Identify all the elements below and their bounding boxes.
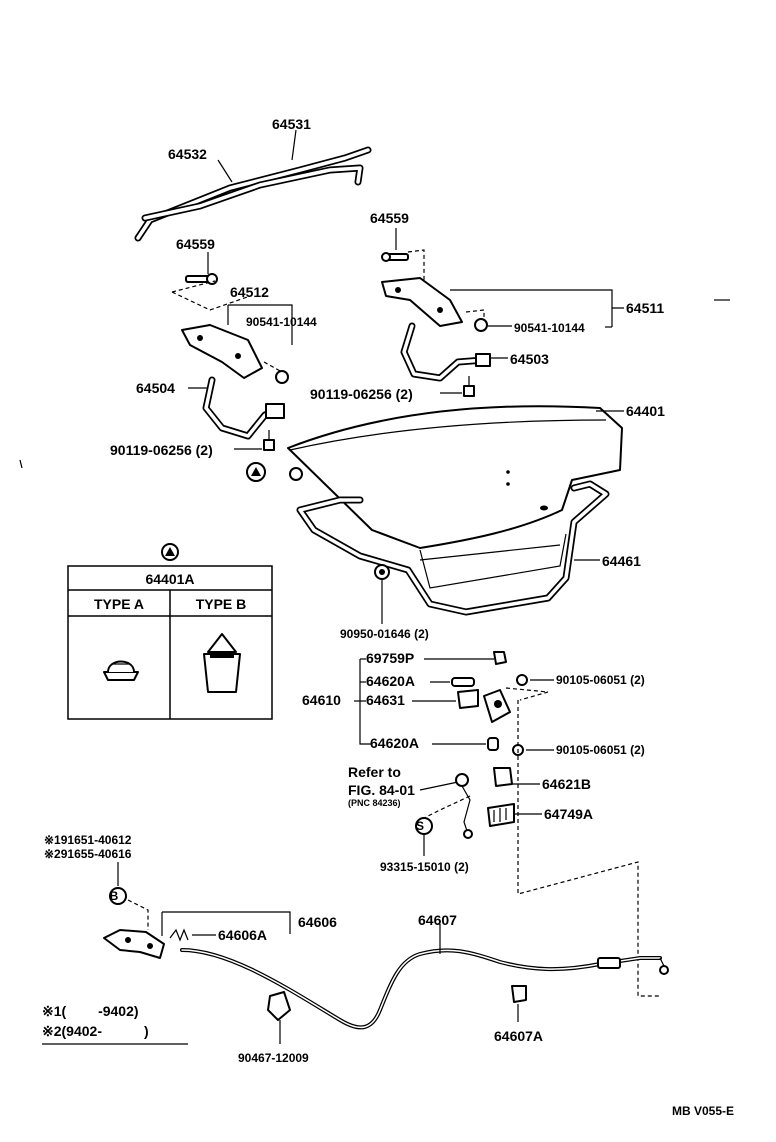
type-b-clip-drawing <box>203 633 241 693</box>
label-64461: 64461 <box>602 553 641 569</box>
label-64504: 64504 <box>136 380 175 396</box>
striker-64621b <box>493 767 513 787</box>
key-69759p <box>493 651 507 665</box>
cushion-90950 <box>374 564 390 580</box>
refer-line-1: Refer to <box>348 764 401 780</box>
type-a-grommet-drawing <box>103 660 139 681</box>
label-64620a-bottom: 64620A <box>370 735 419 751</box>
type-table-header: 64401A <box>145 571 194 587</box>
b-parts-line-1: ※191651-40612 <box>44 833 132 847</box>
hinge-arm-64504 <box>202 376 285 440</box>
callout-s-text: S <box>416 819 424 833</box>
callout-b-text: B <box>110 889 119 903</box>
lock-cylinder-64631 <box>457 689 511 723</box>
hinge-bracket-64511 <box>381 277 463 327</box>
label-64401: 64401 <box>626 403 665 419</box>
callout-a-header <box>161 543 179 561</box>
cushion-64749a <box>487 803 515 827</box>
bolt-90105-top <box>516 674 528 686</box>
label-90950: 90950-01646 (2) <box>340 627 429 641</box>
legend-line-2: ※2(9402- ) <box>42 1023 149 1039</box>
label-90467: 90467-12009 <box>238 1051 309 1065</box>
label-64559-right: 64559 <box>370 210 409 226</box>
hinge-arm-64503 <box>400 322 491 382</box>
bolt-64559-right <box>381 252 409 262</box>
label-64531: 64531 <box>272 116 311 132</box>
label-64610: 64610 <box>302 692 341 708</box>
b-parts-line-2: ※291655-40616 <box>44 847 132 861</box>
type-table <box>67 565 273 720</box>
label-64559-left: 64559 <box>176 236 215 252</box>
release-cable-64607 <box>180 948 669 1030</box>
label-90105-bottom: 90105-06051 (2) <box>556 743 645 757</box>
label-64607a: 64607A <box>494 1028 543 1044</box>
label-90541-left: 90541-10144 <box>246 315 317 329</box>
label-64511: 64511 <box>626 300 664 316</box>
label-64631: 64631 <box>366 692 405 708</box>
label-90105-top: 90105-06051 (2) <box>556 673 645 687</box>
opener-lever-64606 <box>103 929 165 959</box>
footer-code: MB V055-E <box>672 1104 734 1118</box>
label-64620a-top: 64620A <box>366 673 415 689</box>
label-90119-left: 90119-06256 (2) <box>110 442 213 458</box>
bolt-90119-right <box>463 376 475 397</box>
bolt-90119-left <box>263 430 275 451</box>
label-64606: 64606 <box>298 914 337 930</box>
refer-line-2: FIG. 84-01 <box>348 782 415 798</box>
label-69759P: 69759P <box>366 650 414 666</box>
label-64749a: 64749A <box>544 806 593 822</box>
label-64607: 64607 <box>418 912 457 928</box>
refer-line-3: (PNC 84236) <box>348 798 401 808</box>
spring-64606a <box>169 928 189 942</box>
nut-90541-right <box>474 318 488 332</box>
torsion-bar-64531 <box>134 146 372 242</box>
label-64606a: 64606A <box>218 927 267 943</box>
label-64512: 64512 <box>230 284 269 300</box>
clamp-64607a <box>511 985 527 1003</box>
legend-line-1: ※1( -9402) <box>42 1003 139 1019</box>
type-table-col-a: TYPE A <box>94 596 144 612</box>
trunk-lid-64401 <box>287 405 623 549</box>
clip-90467 <box>267 991 291 1021</box>
label-90119-right: 90119-06256 (2) <box>310 386 413 402</box>
label-64621b: 64621B <box>542 776 591 792</box>
bolt-64559-left <box>185 273 218 285</box>
hinge-bracket-64512 <box>181 324 263 379</box>
label-64532: 64532 <box>168 146 207 162</box>
label-93315: 93315-15010 (2) <box>380 860 469 874</box>
cylinder-64620a-top <box>451 677 475 687</box>
type-table-col-b: TYPE B <box>196 596 247 612</box>
callout-b-symbol <box>109 887 127 905</box>
grommet-64401a <box>289 467 303 481</box>
cylinder-64620a-bottom <box>487 737 499 751</box>
weatherstrip-64461 <box>296 480 610 616</box>
label-64503: 64503 <box>510 351 549 367</box>
label-90541-right: 90541-10144 <box>514 321 585 335</box>
lock-rod-bracket <box>455 773 473 839</box>
nut-90541-left <box>275 370 289 384</box>
callout-a-symbol <box>246 462 266 482</box>
